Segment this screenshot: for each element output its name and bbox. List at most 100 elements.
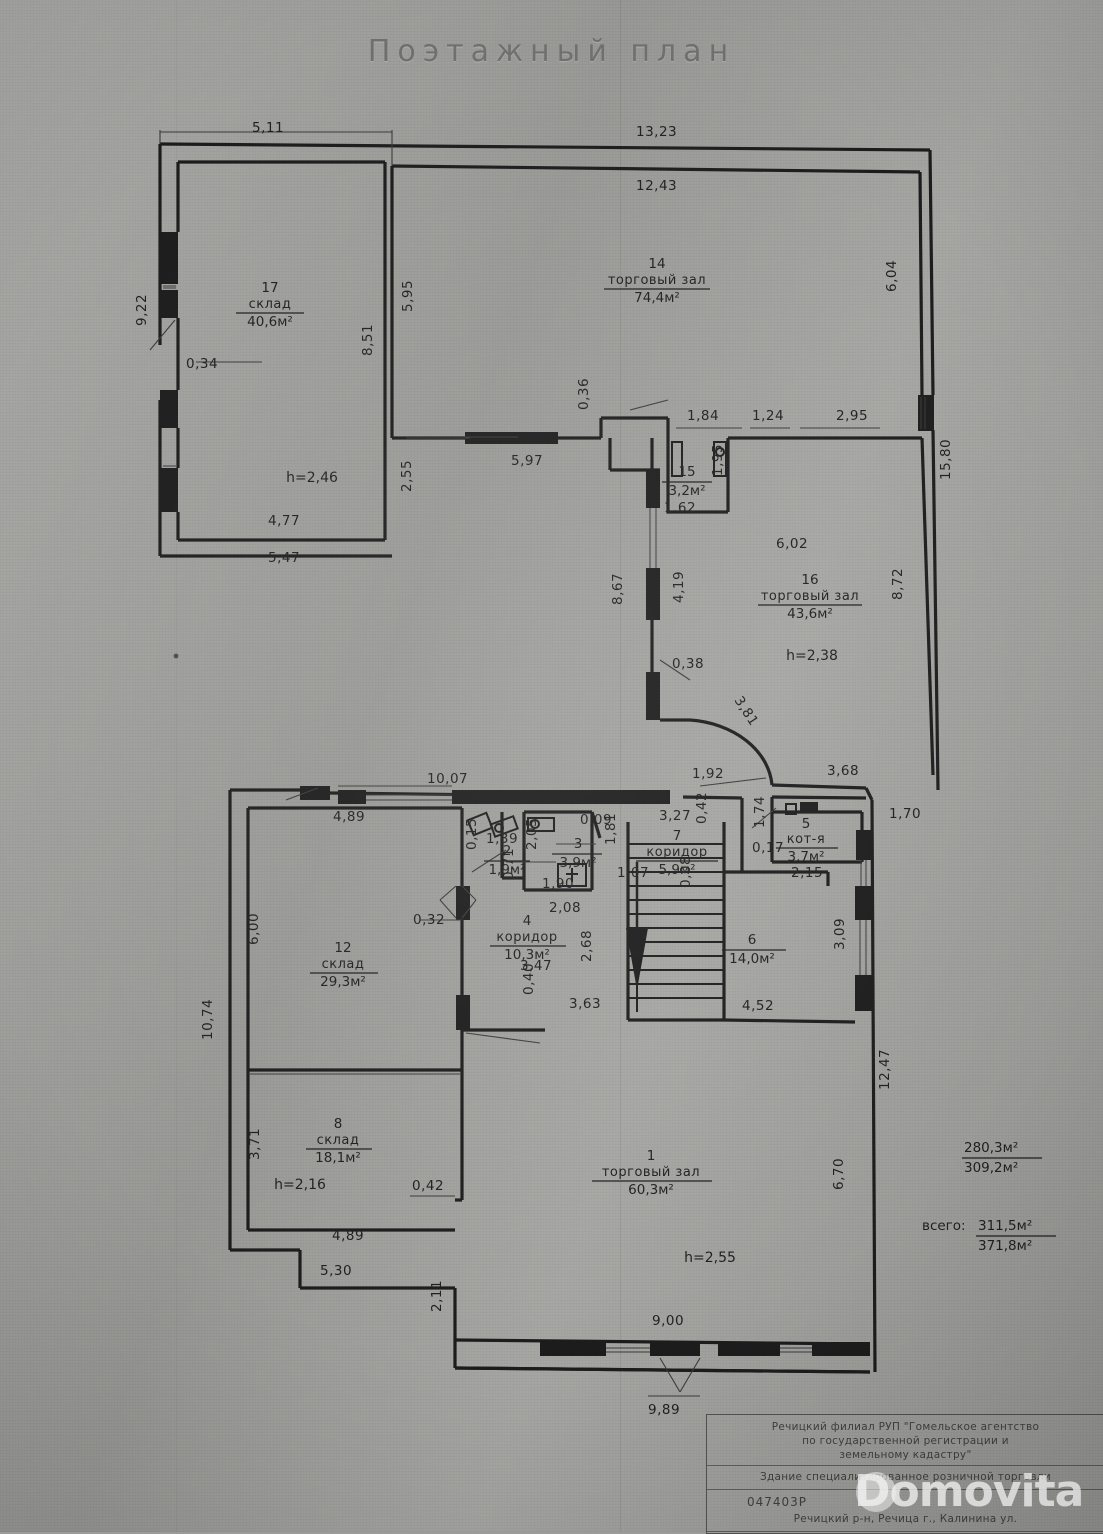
svg-text:склад: склад (249, 297, 292, 312)
svg-text:h=2,46: h=2,46 (286, 470, 338, 486)
dim-0-34: 0,34 (186, 356, 218, 372)
dim-5-47: 5,47 (268, 550, 300, 566)
dim-0-15: 0,15 (464, 818, 480, 850)
dim-12-43: 12,43 (636, 178, 677, 194)
dim-5-95: 5,95 (400, 280, 416, 312)
dim-8-67: 8,67 (610, 573, 626, 605)
svg-text:торговый зал: торговый зал (761, 589, 859, 604)
stamp-line-6: Речицкий р-н, Речица г., Калинина ул. (793, 1513, 1018, 1525)
dim-2-55: 2,55 (399, 460, 415, 492)
scan-fold-line (620, 0, 621, 1532)
dim-2-95: 2,95 (836, 408, 868, 424)
svg-text:7: 7 (673, 828, 682, 844)
dim-0-40: 0,40 (521, 963, 537, 995)
stamp-line-4: Здание специализированное розничной торг… (759, 1471, 1052, 1483)
svg-text:14,0м²: 14,0м² (729, 951, 775, 967)
svg-text:16: 16 (801, 572, 818, 588)
svg-text:5: 5 (802, 816, 811, 832)
svg-text:15: 15 (678, 464, 695, 480)
stamp-code: 047403Р (747, 1495, 808, 1509)
svg-text:6: 6 (748, 932, 757, 948)
dim-4-89-bot: 4,89 (332, 1228, 364, 1244)
dim-1-39: 1,39 (486, 831, 518, 847)
dim-1-92: 1,92 (692, 766, 724, 782)
stamp-line-2: по государственной регистрации и (802, 1435, 1009, 1447)
dim-3-47: 3,47 (520, 958, 552, 974)
dim-3-71: 3,71 (247, 1128, 263, 1160)
dim-0-17: 0,17 (752, 840, 784, 856)
svg-text:309,2м²: 309,2м² (964, 1160, 1018, 1176)
dim-0-36: 0,36 (576, 378, 592, 410)
dim-8-72: 8,72 (890, 568, 906, 600)
dim-3-68: 3,68 (827, 763, 859, 779)
room-label-4: 4 коридор 10,3м² (490, 913, 566, 963)
svg-text:74,4м²: 74,4м² (634, 290, 680, 306)
registry-stamp: Речицкий филиал РУП "Гомельское агентств… (706, 1414, 1103, 1534)
svg-text:371,8м²: 371,8м² (978, 1238, 1032, 1254)
dim-2-68: 2,68 (579, 930, 595, 962)
room-label-12: 12 склад 29,3м² (310, 940, 378, 990)
room-label-15: 15 3,2м² (662, 464, 712, 499)
dim-1-81: 1,81 (603, 813, 619, 845)
dim-0-09: 0,09 (580, 812, 612, 828)
area-summary: 280,3м² 309,2м² всего: 311,5м² 371,8м² (922, 1140, 1056, 1254)
dim-3-09: 3,09 (832, 918, 848, 950)
dim-0-71: 0,71 (501, 848, 517, 880)
dim-2-15: 2,15 (791, 865, 823, 881)
svg-text:18,1м²: 18,1м² (315, 1150, 361, 1166)
svg-text:1: 1 (647, 1148, 656, 1164)
svg-text:3,7м²: 3,7м² (787, 849, 824, 865)
svg-text:h=2,16: h=2,16 (274, 1177, 326, 1193)
room-label-17: 17 склад 40,6м² h=2,46 (236, 280, 338, 486)
svg-text:17: 17 (261, 280, 278, 296)
dim-0-42-bot: 0,42 (412, 1178, 444, 1194)
svg-text:торговый зал: торговый зал (602, 1165, 700, 1180)
dim-5-11: 5,11 (252, 120, 284, 136)
svg-text:8: 8 (334, 1116, 343, 1132)
svg-text:311,5м²: 311,5м² (978, 1218, 1032, 1234)
dim-0-42-top: 0,42 (694, 792, 710, 824)
stamp-line-3: земельному кадастру" (839, 1449, 972, 1461)
room-label-8: 8 склад 18,1м² h=2,16 (274, 1116, 372, 1193)
dim-3-63: 3,63 (569, 996, 601, 1012)
dim-0-38: 0,38 (672, 656, 704, 672)
dim-2-11: 2,11 (429, 1280, 445, 1312)
svg-text:h=2,38: h=2,38 (786, 648, 838, 664)
svg-text:29,3м²: 29,3м² (320, 974, 366, 990)
dim-1-90: 1,90 (542, 876, 574, 892)
dim-9-00: 9,00 (652, 1313, 684, 1329)
dim-9-89: 9,89 (648, 1402, 680, 1418)
room-label-6: 6 14,0м² (722, 932, 786, 967)
dim-1-95: 1,95 (710, 444, 726, 476)
dim-4-89-top: 4,89 (333, 809, 365, 825)
dim-12-47: 12,47 (877, 1049, 893, 1090)
dim-5-97: 5,97 (511, 453, 543, 469)
svg-text:280,3м²: 280,3м² (964, 1140, 1018, 1156)
dim-3-27: 3,27 (659, 808, 691, 824)
svg-text:40,6м²: 40,6м² (247, 314, 293, 330)
dim-4-52: 4,52 (742, 998, 774, 1014)
svg-text:3: 3 (574, 836, 583, 852)
dim-9-22: 9,22 (134, 294, 150, 326)
svg-text:h=2,55: h=2,55 (684, 1250, 736, 1266)
svg-text:60,3м²: 60,3м² (628, 1182, 674, 1198)
dim-1-84: 1,84 (687, 408, 719, 424)
svg-text:коридор: коридор (646, 845, 707, 860)
room-label-14: 14 торговый зал 74,4м² (604, 256, 710, 306)
dim-8-51: 8,51 (360, 324, 376, 356)
svg-text:1,9м²: 1,9м² (488, 862, 525, 878)
svg-text:3,9м²: 3,9м² (559, 855, 596, 871)
svg-text:2: 2 (503, 843, 512, 859)
area-total-label: всего: (922, 1218, 966, 1234)
svg-text:12: 12 (334, 940, 351, 956)
dim-4-77: 4,77 (268, 513, 300, 529)
dim-13-23: 13,23 (636, 124, 677, 140)
dim-4-19: 4,19 (671, 571, 687, 603)
dim-1-62: 1,62 (664, 500, 696, 516)
dim-2-08: 2,08 (549, 900, 581, 916)
dim-1-07: 1,07 (617, 865, 649, 881)
dim-6-02: 6,02 (776, 536, 808, 552)
svg-text:5,9м²: 5,9м² (658, 862, 695, 878)
dim-10-74: 10,74 (200, 999, 216, 1040)
